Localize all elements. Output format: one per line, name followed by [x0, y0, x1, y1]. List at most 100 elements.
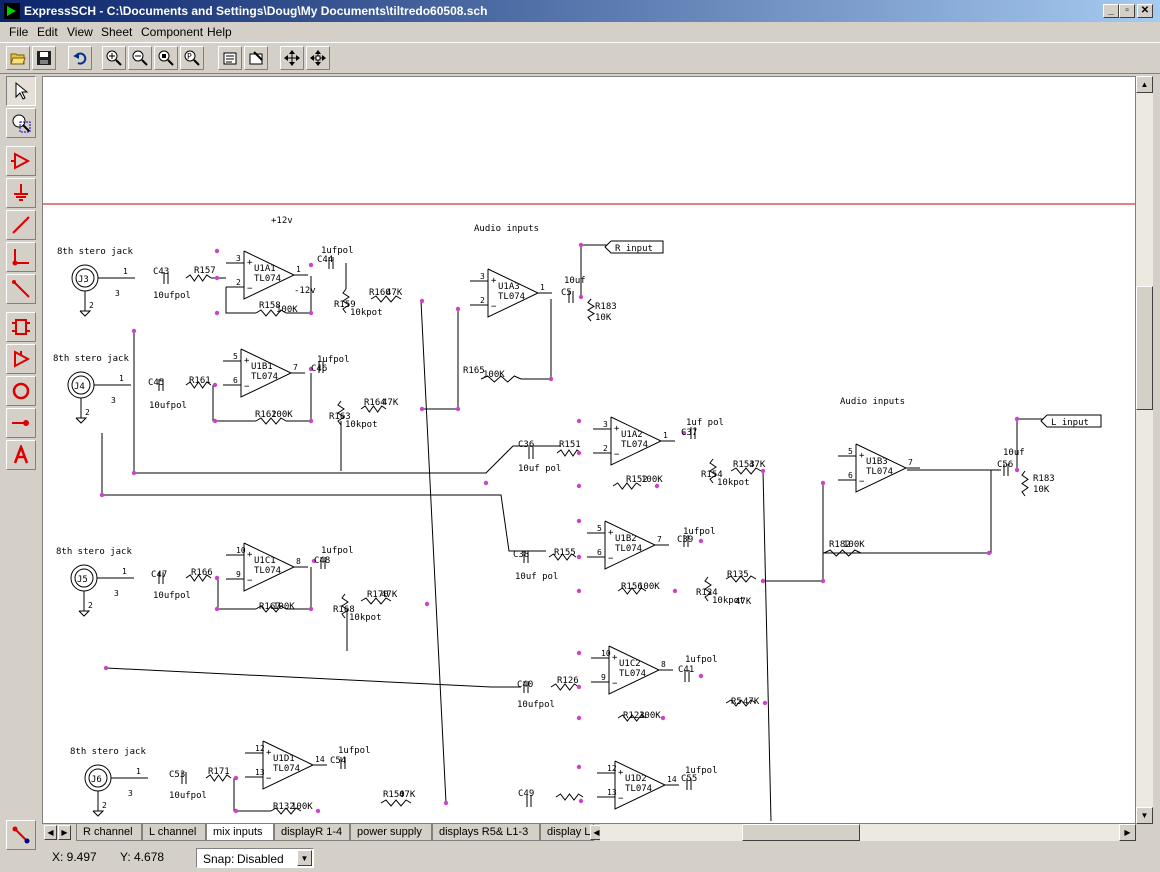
- component-edit-button[interactable]: [244, 46, 268, 70]
- junction-dot: [760, 468, 766, 474]
- vertical-scroll-thumb[interactable]: [1136, 286, 1153, 410]
- resistor-symbol: [709, 458, 717, 484]
- res-ref: R132: [273, 802, 295, 812]
- pin-number: 3: [114, 589, 119, 598]
- cap-ref: C45: [148, 378, 164, 388]
- minimize-button[interactable]: _: [1103, 4, 1119, 18]
- wire-junction-tool[interactable]: [6, 242, 36, 272]
- scroll-right-arrow[interactable]: ▶: [1119, 824, 1136, 841]
- component-properties-button[interactable]: [218, 46, 242, 70]
- audio-inputs-label-l: Audio inputs: [840, 397, 905, 407]
- res-value: 100K: [639, 711, 661, 721]
- opamp-symbol: [614, 760, 667, 810]
- resistor-symbol: [185, 381, 212, 389]
- minus-sign: −: [244, 382, 250, 392]
- res-value: 47K: [735, 597, 752, 607]
- cap-ref: C39: [677, 535, 693, 545]
- opamp-symbol: [240, 348, 293, 398]
- wire-layer: [80, 244, 1047, 822]
- opamp-ref: U1A2: [621, 430, 643, 440]
- y-coordinate: Y: 4.678: [120, 850, 165, 864]
- ground-tool[interactable]: [6, 178, 36, 208]
- bus-tool[interactable]: [6, 274, 36, 304]
- menu-component[interactable]: Component: [141, 25, 204, 39]
- select-tool[interactable]: [6, 76, 36, 106]
- tab-displays-r5-l1-3[interactable]: displays R5& L1-3: [432, 824, 540, 841]
- res-ref: R123: [623, 711, 645, 721]
- restore-button[interactable]: ▫: [1119, 4, 1135, 18]
- text-tool[interactable]: [6, 440, 36, 470]
- opamp-ref: U1C1: [254, 556, 276, 566]
- close-button[interactable]: ✕: [1137, 4, 1153, 18]
- component-tool[interactable]: [6, 146, 36, 176]
- circle-tool[interactable]: [6, 376, 36, 406]
- menu-edit[interactable]: Edit: [37, 25, 58, 39]
- pin-number: 5: [848, 447, 853, 456]
- junction-dot: [660, 715, 666, 721]
- plus-sign: +: [859, 451, 865, 461]
- open-button[interactable]: [6, 46, 30, 70]
- tab-l-channel[interactable]: L channel: [142, 824, 206, 841]
- undo-button[interactable]: [68, 46, 92, 70]
- opamp-ref: U1A1: [254, 264, 276, 274]
- cap-value: 1ufpol: [683, 527, 716, 537]
- res-value: 100K: [273, 602, 295, 612]
- junction-dot: [576, 418, 582, 424]
- zoom-area-tool[interactable]: [6, 108, 36, 138]
- connection-tool[interactable]: [6, 820, 36, 850]
- menu-sheet[interactable]: Sheet: [101, 25, 133, 39]
- zoom-fit-button[interactable]: [154, 46, 178, 70]
- horizontal-scrollbar[interactable]: ▶: [600, 824, 1136, 841]
- ic-tool[interactable]: [6, 312, 36, 342]
- tab-display-l[interactable]: display L: [540, 824, 594, 841]
- menu-help[interactable]: Help: [207, 25, 232, 39]
- window-title: ExpressSCH - C:\Documents and Settings\D…: [24, 4, 488, 18]
- tab-mix-inputs[interactable]: mix inputs: [206, 824, 274, 841]
- junction-dot: [1014, 416, 1020, 422]
- tab-displayr-1-4[interactable]: displayR 1-4: [274, 824, 350, 841]
- menu-file[interactable]: File: [9, 25, 29, 39]
- vertical-scrollbar[interactable]: ▲ ▼: [1136, 76, 1153, 824]
- junction-dot: [576, 684, 582, 690]
- snap-dropdown-arrow[interactable]: ▼: [297, 850, 312, 866]
- pot-ref: R154: [701, 470, 723, 480]
- horizontal-scroll-thumb[interactable]: [742, 824, 860, 841]
- zoom-out-button[interactable]: [128, 46, 152, 70]
- save-button[interactable]: [32, 46, 56, 70]
- junction-dot: [578, 294, 584, 300]
- cap-value: 10ufpol: [169, 791, 207, 801]
- junction-dot: [424, 601, 430, 607]
- res-value: 47K: [386, 288, 403, 298]
- pin-tool[interactable]: [6, 408, 36, 438]
- zoom-in-button[interactable]: [102, 46, 126, 70]
- scroll-up-arrow[interactable]: ▲: [1136, 76, 1153, 93]
- scroll-down-arrow[interactable]: ▼: [1136, 807, 1153, 824]
- res-ref: R162: [255, 410, 277, 420]
- pin-number: 3: [480, 272, 485, 281]
- pan-button[interactable]: [306, 46, 330, 70]
- tab-power-supply[interactable]: power supply: [350, 824, 432, 841]
- wire: [101, 433, 546, 552]
- zoom-out-icon: [132, 50, 148, 66]
- buffer-tool[interactable]: [6, 344, 36, 374]
- wire-tool[interactable]: [6, 210, 36, 240]
- menu-view[interactable]: View: [67, 25, 93, 39]
- minus-sign: −: [266, 774, 272, 784]
- cap-ref: C46: [311, 364, 327, 374]
- zoom-previous-button[interactable]: P: [180, 46, 204, 70]
- tab-scroll-right[interactable]: ▶: [58, 825, 71, 840]
- cap-ref: C44: [317, 255, 333, 265]
- tab-scroll-left[interactable]: ◀: [44, 825, 57, 840]
- pin-number: 3: [603, 420, 608, 429]
- resistor-symbol: [255, 605, 287, 613]
- move-button[interactable]: [280, 46, 304, 70]
- r-input-label: R input: [615, 244, 653, 254]
- snap-select[interactable]: Snap: Disabled ▼: [196, 848, 314, 868]
- pin-number: 1: [296, 265, 301, 274]
- opamp-type: TL074: [866, 467, 893, 477]
- plus-sign: +: [491, 276, 497, 286]
- resistor-symbol: [337, 400, 345, 426]
- tab-splitter-arrow[interactable]: ◀: [590, 825, 603, 840]
- tab-r-channel[interactable]: R channel: [76, 824, 142, 841]
